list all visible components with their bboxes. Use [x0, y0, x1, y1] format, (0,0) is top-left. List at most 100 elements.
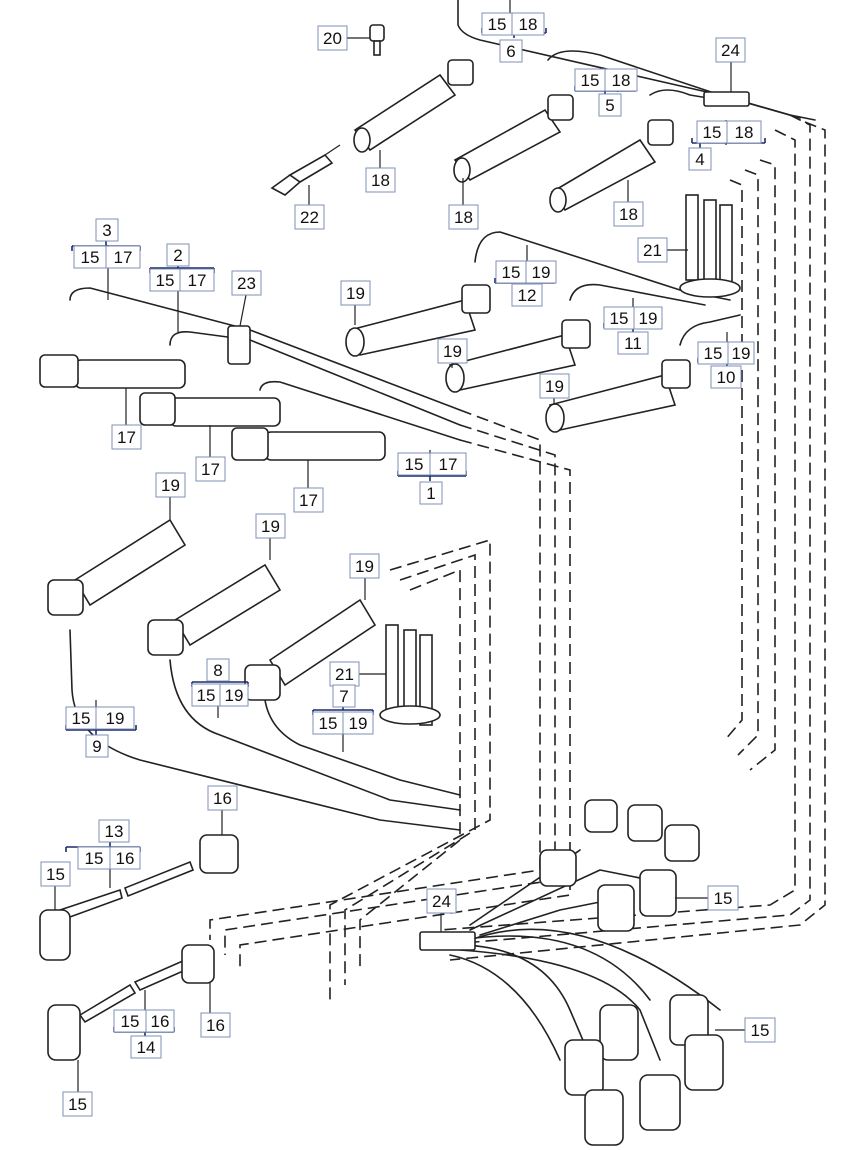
callout-5-text: 5: [605, 96, 614, 115]
callout-19f: 19: [349, 553, 380, 579]
pair-4-right: 18: [735, 123, 754, 142]
callout-12-text: 12: [518, 286, 537, 305]
callout-10-text: 10: [717, 368, 736, 387]
pair-7-left: 15: [319, 714, 338, 733]
callout-19c: 19: [539, 373, 570, 399]
callout-13-text: 13: [105, 822, 124, 841]
pair-3: 15 17: [73, 245, 141, 269]
pair-14-left: 15: [121, 1012, 140, 1031]
callout-4: 4: [688, 147, 712, 171]
part-18-connector-c: [549, 119, 674, 213]
callout-17b: 17: [195, 456, 226, 482]
callout-18b-text: 18: [454, 208, 473, 227]
pair-5: 15 18: [574, 68, 638, 92]
pair-9-left: 15: [72, 709, 91, 728]
callout-19b: 19: [437, 338, 468, 364]
part-19-connector-b: [445, 319, 591, 393]
part-22-spark-plug: [270, 144, 341, 196]
pair-9: 15 19: [65, 706, 135, 730]
part-17-connector-c: [231, 427, 386, 461]
pair-6-left: 15: [488, 15, 507, 34]
callout-19e-text: 19: [261, 517, 280, 536]
callout-8-text: 8: [213, 661, 222, 680]
callout-2-text: 2: [173, 246, 182, 265]
part-17-connector-a: [39, 354, 186, 389]
callout-9-text: 9: [92, 737, 101, 756]
callout-1: 1: [419, 481, 443, 505]
part-20-pin: [369, 24, 385, 56]
pair-12-right: 19: [532, 263, 551, 282]
callout-15d-text: 15: [68, 1095, 87, 1114]
pair-12: 15 19: [495, 260, 557, 284]
callout-19a-text: 19: [346, 284, 365, 303]
callout-3: 3: [95, 218, 119, 242]
callout-18a-text: 18: [371, 171, 390, 190]
pair-7-right: 19: [349, 714, 368, 733]
pair-8-right: 19: [225, 686, 244, 705]
pair-3-right: 17: [114, 248, 133, 267]
pair-2: 15 17: [149, 268, 215, 292]
callout-17a: 17: [111, 424, 142, 450]
pair-13: 15 16: [77, 846, 141, 870]
callout-8: 8: [206, 658, 230, 682]
callout-15b-text: 15: [714, 889, 733, 908]
pair-5-right: 18: [612, 71, 631, 90]
callout-19d-text: 19: [161, 476, 180, 495]
callout-14: 14: [130, 1035, 162, 1059]
pair-10-right: 19: [732, 344, 751, 363]
callout-12: 12: [511, 283, 543, 307]
part-21-sleeves-lower: [379, 624, 441, 726]
pair-8-left: 15: [197, 686, 216, 705]
callout-16b: 16: [200, 1012, 231, 1038]
callout-6-text: 6: [506, 42, 515, 61]
pair-8: 15 19: [191, 683, 249, 707]
callout-21b: 21: [329, 661, 360, 687]
callout-14-text: 14: [137, 1038, 156, 1057]
callout-6: 6: [499, 39, 523, 63]
callout-24a: 24: [715, 37, 746, 63]
pair-2-left: 15: [156, 271, 175, 290]
callout-24b: 24: [426, 888, 457, 914]
pair-1-left: 15: [405, 455, 424, 474]
pair-4-left: 15: [703, 123, 722, 142]
part-19-connector-e: [147, 563, 282, 656]
callout-20-text: 20: [323, 29, 342, 48]
callout-5: 5: [598, 93, 622, 117]
pair-1-right: 17: [439, 455, 458, 474]
callout-15a: 15: [40, 861, 71, 887]
pair-14: 15 16: [113, 1009, 175, 1033]
callout-21a-text: 21: [643, 241, 662, 260]
pair-6-right: 18: [519, 15, 538, 34]
callout-22: 22: [294, 204, 325, 230]
part-24-clip-upper: [703, 91, 750, 107]
callout-19a: 19: [340, 280, 371, 306]
part-21-sleeves-upper: [679, 194, 741, 298]
callout-19f-text: 19: [355, 557, 374, 576]
pair-9-right: 19: [106, 709, 125, 728]
part-13-lead: [39, 834, 239, 961]
pair-2-right: 17: [188, 271, 207, 290]
pair-6: 15 18: [481, 12, 545, 36]
pair-1: 15 17: [397, 452, 467, 476]
callout-16b-text: 16: [206, 1016, 225, 1035]
callout-18c: 18: [613, 201, 644, 227]
part-19-connector-d: [47, 518, 187, 616]
part-15-caps: [539, 799, 724, 1146]
callout-17a-text: 17: [117, 428, 136, 447]
callout-7-text: 7: [339, 687, 348, 706]
pair-12-left: 15: [502, 263, 521, 282]
callout-21a: 21: [637, 237, 668, 263]
part-23-clip: [227, 325, 251, 365]
callout-13: 13: [98, 819, 130, 843]
callout-19b-text: 19: [443, 342, 462, 361]
part-18-connector-b: [453, 94, 574, 183]
callout-1-text: 1: [426, 484, 435, 503]
pair-10-left: 15: [704, 344, 723, 363]
callout-15a-text: 15: [46, 865, 65, 884]
callout-24b-text: 24: [432, 892, 451, 911]
part-24-clip-lower: [419, 931, 476, 951]
callout-23: 23: [231, 270, 262, 296]
callout-15b: 15: [707, 885, 739, 911]
callout-4-text: 4: [695, 150, 704, 169]
